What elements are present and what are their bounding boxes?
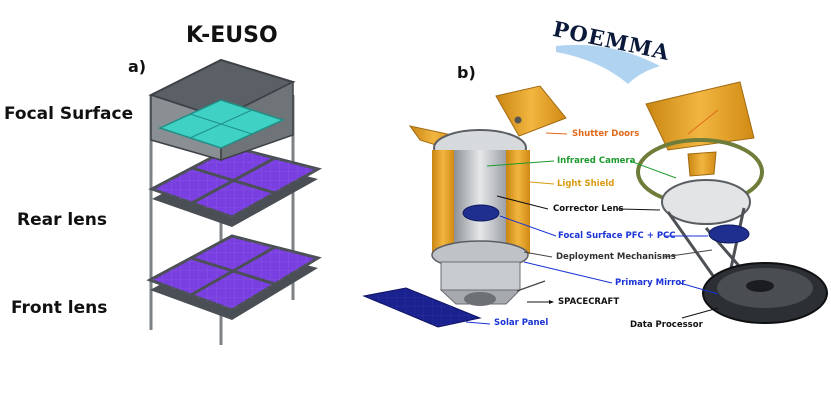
k-euso-drawing <box>146 58 323 345</box>
callout-infrared-camera: Infrared Camera <box>557 156 636 166</box>
front-lens <box>146 234 322 320</box>
callout-focal-surface: Focal Surface PFC + PCC <box>558 231 676 241</box>
panel-b-letter: b) <box>457 63 476 82</box>
callout-deployment-mechanisms: Deployment Mechanisms <box>556 252 676 262</box>
callout-primary-mirror: Primary Mirror <box>615 278 686 288</box>
focal-surface-box <box>148 58 296 162</box>
rear-lens <box>148 145 323 227</box>
callout-leaders <box>465 109 719 325</box>
light-shield-panel-left <box>432 150 454 254</box>
k-euso-title: K-EUSO <box>186 23 278 48</box>
callout-data-processor: Data Processor <box>630 320 703 330</box>
callout-corrector-lens: Corrector Lens <box>553 204 624 214</box>
stowed-telescope <box>408 85 567 306</box>
panel-a-letter: a) <box>128 57 147 76</box>
focal-surface-label: Focal Surface <box>4 104 134 124</box>
callout-shutter-doors: Shutter Doors <box>572 129 640 139</box>
stowed-shutter-door <box>495 85 567 137</box>
callout-spacecraft: SPACECRAFT <box>558 297 620 307</box>
light-shield-panel-right <box>506 150 530 254</box>
callout-light-shield: Light Shield <box>557 179 615 189</box>
logo-swoosh <box>556 44 660 84</box>
callout-solar-panel: Solar Panel <box>494 318 549 328</box>
deployed-shutter-door <box>645 81 755 151</box>
deployed-telescope <box>636 81 828 324</box>
rear-lens-label: Rear lens <box>17 210 107 230</box>
front-lens-label: Front lens <box>11 298 108 318</box>
